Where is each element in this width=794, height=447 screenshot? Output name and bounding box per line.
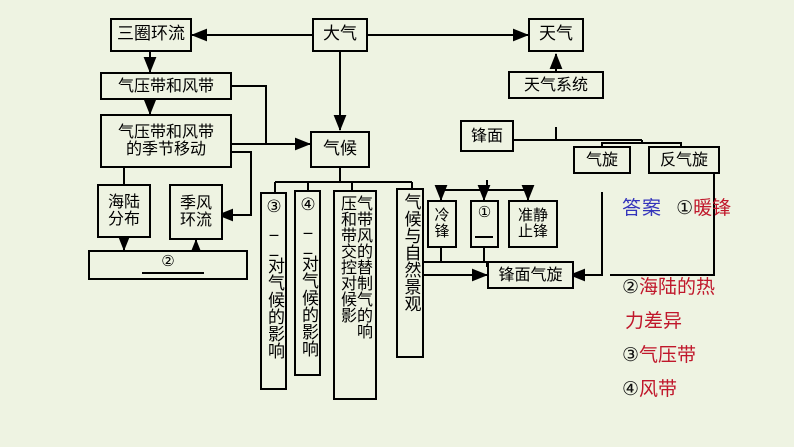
node-label: 天气 bbox=[539, 24, 573, 45]
node-label: 大气 bbox=[323, 24, 357, 45]
answer-text-2: 海陆的热 bbox=[639, 276, 716, 298]
node-label: 气旋 bbox=[585, 149, 618, 169]
node-label: 气压带和风带 bbox=[117, 75, 214, 95]
answer-marker-1: ① bbox=[676, 197, 694, 219]
answer-text-1: 暖锋 bbox=[693, 197, 732, 219]
vbox-label-col-right: 气带风的替制气的响 bbox=[354, 195, 373, 339]
answer-text-3: 力差异 bbox=[625, 310, 683, 332]
node-anticyclone[interactable]: 反气旋 bbox=[648, 146, 720, 174]
node-frontal-cyclone[interactable]: 锋面气旋 bbox=[487, 261, 574, 289]
blank-two-answer-line bbox=[142, 272, 204, 274]
vbox-label: ③__对气候的影响 bbox=[264, 197, 284, 359]
node-blank-one[interactable]: ① bbox=[470, 200, 499, 248]
answer-marker-4: ④ bbox=[622, 378, 640, 400]
node-blank-two[interactable]: ② bbox=[88, 250, 248, 280]
node-weather-system[interactable]: 天气系统 bbox=[508, 71, 604, 99]
node-label: ② bbox=[161, 252, 175, 270]
node-cyclone[interactable]: 气旋 bbox=[573, 146, 631, 174]
node-label: 锋面气旋 bbox=[498, 264, 563, 284]
vbox-alternating-control-influence[interactable]: 气带风的替制气的响 压和带交控对候影 bbox=[333, 190, 377, 400]
answer-marker-3: ③ bbox=[622, 344, 640, 366]
answer-line-header: 答案 ①暖锋 bbox=[622, 193, 792, 220]
answer-line-4: ③气压带 bbox=[622, 340, 792, 367]
node-label: ① bbox=[477, 203, 492, 221]
answer-label: 答案 bbox=[622, 197, 663, 219]
node-label: 天气系统 bbox=[523, 74, 588, 94]
answer-line-2: ②海陆的热 bbox=[622, 272, 792, 299]
answer-line-5: ④风带 bbox=[622, 374, 792, 401]
blank-one-answer-line bbox=[475, 236, 493, 238]
node-cold-front[interactable]: 冷 锋 bbox=[427, 200, 457, 248]
answer-block: 答案 ①暖锋 ②海陆的热 力差异 ③气压带 ④风带 bbox=[622, 193, 792, 408]
node-pressure-and-wind-belts[interactable]: 气压带和风带 bbox=[100, 72, 232, 100]
answer-line-3: 力差异 bbox=[622, 306, 792, 333]
node-monsoon-circulation[interactable]: 季风 环流 bbox=[169, 184, 223, 240]
node-label: 三圈环流 bbox=[117, 24, 185, 45]
answer-text-4: 气压带 bbox=[639, 344, 697, 366]
vbox-label-col-left: 压和带交控对候影 bbox=[338, 195, 357, 323]
node-label: 锋面 bbox=[470, 125, 503, 145]
vbox-label: ④__对气候的影响 bbox=[298, 195, 318, 357]
node-label: 海陆 分布 bbox=[107, 192, 140, 228]
node-seasonal-movement[interactable]: 气压带和风带 的季节移动 bbox=[100, 114, 232, 168]
node-three-circulation[interactable]: 三圈环流 bbox=[110, 18, 192, 52]
vbox-climate-and-natural-landscape[interactable]: 气候与自然景观 bbox=[396, 188, 424, 358]
node-stationary-front[interactable]: 准静 止锋 bbox=[508, 200, 558, 248]
answer-text-5: 风带 bbox=[639, 378, 678, 400]
node-front[interactable]: 锋面 bbox=[460, 120, 514, 152]
node-label: 气候 bbox=[323, 138, 357, 159]
node-weather[interactable]: 天气 bbox=[528, 18, 584, 52]
node-atmosphere[interactable]: 大气 bbox=[312, 18, 368, 52]
node-climate[interactable]: 气候 bbox=[310, 131, 370, 168]
node-land-sea-distribution[interactable]: 海陆 分布 bbox=[97, 184, 151, 238]
vbox-blank-four-climate-influence[interactable]: ④__对气候的影响 bbox=[294, 190, 321, 376]
node-label: 气压带和风带 的季节移动 bbox=[117, 122, 214, 158]
node-label: 冷 锋 bbox=[434, 206, 450, 240]
node-label: 准静 止锋 bbox=[517, 206, 548, 240]
node-label: 反气旋 bbox=[659, 149, 708, 169]
vbox-label: 气候与自然景观 bbox=[400, 193, 421, 312]
answer-marker-2: ② bbox=[622, 276, 640, 298]
node-label: 季风 环流 bbox=[179, 193, 212, 229]
vbox-blank-three-climate-influence[interactable]: ③__对气候的影响 bbox=[260, 192, 287, 390]
